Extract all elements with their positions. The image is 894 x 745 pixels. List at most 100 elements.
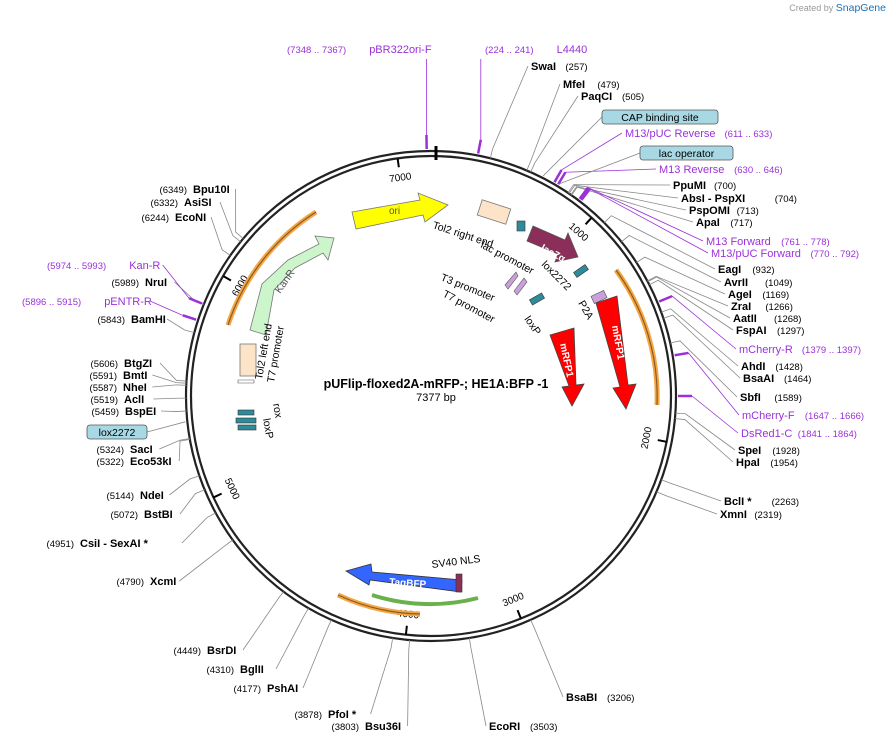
site-leader-line	[663, 314, 741, 379]
primer-name: L4440	[557, 44, 588, 56]
kanr-arrow	[249, 235, 335, 336]
primer-name: mCherry-R	[739, 344, 793, 356]
restriction-site-position: (1464)	[784, 374, 811, 385]
site-leader-line	[603, 215, 716, 270]
primer-leader-line	[691, 395, 739, 434]
restriction-site-name: NdeI	[140, 490, 164, 502]
ori-label: ori	[389, 206, 400, 217]
restriction-site-position: (5591)	[90, 371, 117, 382]
site-leader-line	[661, 308, 739, 367]
primer-name: M13/pUC Reverse	[625, 128, 715, 140]
restriction-site-name: FspAI	[736, 325, 767, 337]
restriction-site-position: (717)	[730, 218, 752, 229]
backbone-outer	[184, 149, 678, 643]
primer-site-mark	[182, 314, 197, 321]
restriction-site-position: (713)	[737, 206, 759, 217]
site-leader-line	[179, 539, 234, 582]
orf-band-green	[371, 593, 479, 607]
primer-range: (1647 .. 1666)	[805, 411, 864, 422]
restriction-site-position: (479)	[597, 80, 619, 91]
site-leader-line	[169, 475, 200, 496]
restriction-site-name: SbfI	[740, 392, 761, 404]
feature-label-box	[86, 424, 148, 440]
restriction-site-name: AclI	[124, 394, 144, 406]
restriction-site-name: NruI	[145, 277, 167, 289]
feature-leader-line	[146, 421, 186, 433]
restriction-site-position: (4790)	[117, 577, 144, 588]
restriction-site-position: (5519)	[91, 395, 118, 406]
restriction-site-position: (700)	[714, 181, 736, 192]
restriction-site-position: (5459)	[92, 407, 119, 418]
site-leader-line	[571, 186, 694, 223]
restriction-site-name: BglII	[240, 664, 264, 676]
restriction-site-name: BclI *	[724, 496, 752, 508]
site-leader-line	[152, 374, 187, 384]
site-leader-line	[674, 418, 734, 463]
primer-name: M13 Reverse	[659, 164, 724, 176]
tick-mark	[404, 625, 408, 635]
restriction-site-position: (1049)	[765, 278, 792, 289]
primer-range: (770 .. 792)	[811, 249, 860, 260]
restriction-site-position: (5989)	[112, 278, 139, 289]
lacza-arrow	[526, 225, 579, 263]
tick-mark	[584, 216, 593, 226]
restriction-site-position: (4951)	[47, 539, 74, 550]
restriction-site-position: (5606)	[91, 359, 118, 370]
orf-band-tagbfp-core	[337, 594, 421, 615]
primer-name: M13/pUC Forward	[711, 248, 801, 260]
primer-site-mark	[557, 171, 567, 185]
restriction-site-position: (4310)	[207, 665, 234, 676]
restriction-site-name: ApaI	[696, 217, 720, 229]
mrfp1-arrow-b	[595, 295, 637, 410]
restriction-site-name: BsaAI	[743, 373, 774, 385]
site-leader-line	[242, 591, 284, 651]
restriction-site-position: (5144)	[107, 491, 134, 502]
feature-label-box	[639, 145, 734, 161]
primer-range: (5974 .. 5993)	[47, 261, 106, 272]
site-leader-line	[181, 512, 216, 544]
restriction-site-position: (704)	[775, 194, 797, 205]
restriction-site-position: (1297)	[777, 326, 804, 337]
site-leader-line	[661, 479, 722, 502]
site-leader-line	[570, 186, 687, 211]
primer-leader-line	[162, 264, 190, 299]
site-leader-line	[159, 362, 187, 382]
restriction-site-position: (1589)	[774, 393, 801, 404]
site-leader-line	[160, 410, 187, 412]
primer-name: mCherry-F	[742, 410, 795, 422]
tick-mark	[516, 609, 522, 619]
primer-range: (5896 .. 5915)	[22, 297, 81, 308]
restriction-site-name: EcoRI	[489, 721, 520, 733]
sv40-nls-mark	[455, 573, 463, 593]
tagbfp-label: TagBFP	[389, 577, 427, 591]
lox2272-mark	[573, 264, 589, 278]
site-leader-line	[166, 318, 195, 333]
feature-label-text: CAP binding site	[621, 112, 699, 124]
site-leader-line	[530, 95, 579, 173]
t7-promoter-left-mark	[237, 379, 255, 384]
restriction-site-position: (2263)	[772, 497, 799, 508]
plasmid-length: 7377 bp	[416, 392, 456, 404]
p2a-mark	[590, 290, 608, 304]
restriction-site-position: (6332)	[151, 198, 178, 209]
primer-name: DsRed1-C	[741, 428, 792, 440]
feature-leader-line	[542, 116, 603, 177]
site-leader-line	[219, 201, 241, 243]
site-leader-line	[235, 188, 244, 239]
primer-site-mark	[674, 351, 689, 357]
restriction-site-name: MfeI	[563, 79, 585, 91]
restriction-site-name: PfoI *	[328, 709, 357, 721]
feature-label: loxP	[260, 417, 275, 439]
restriction-site-position: (1169)	[762, 290, 789, 301]
restriction-site-name: EagI	[718, 264, 741, 276]
tick-label: 3000	[501, 591, 526, 610]
primer-leader-line	[565, 168, 657, 173]
lac-promoter-mark	[516, 220, 526, 232]
restriction-site-position: (257)	[565, 62, 587, 73]
site-leader-line	[153, 397, 187, 400]
feature-label: P2A	[575, 299, 595, 322]
restriction-site-position: (5843)	[98, 315, 125, 326]
site-leader-line	[647, 275, 729, 307]
restriction-site-position: (1428)	[775, 362, 802, 373]
site-leader-line	[621, 235, 722, 283]
